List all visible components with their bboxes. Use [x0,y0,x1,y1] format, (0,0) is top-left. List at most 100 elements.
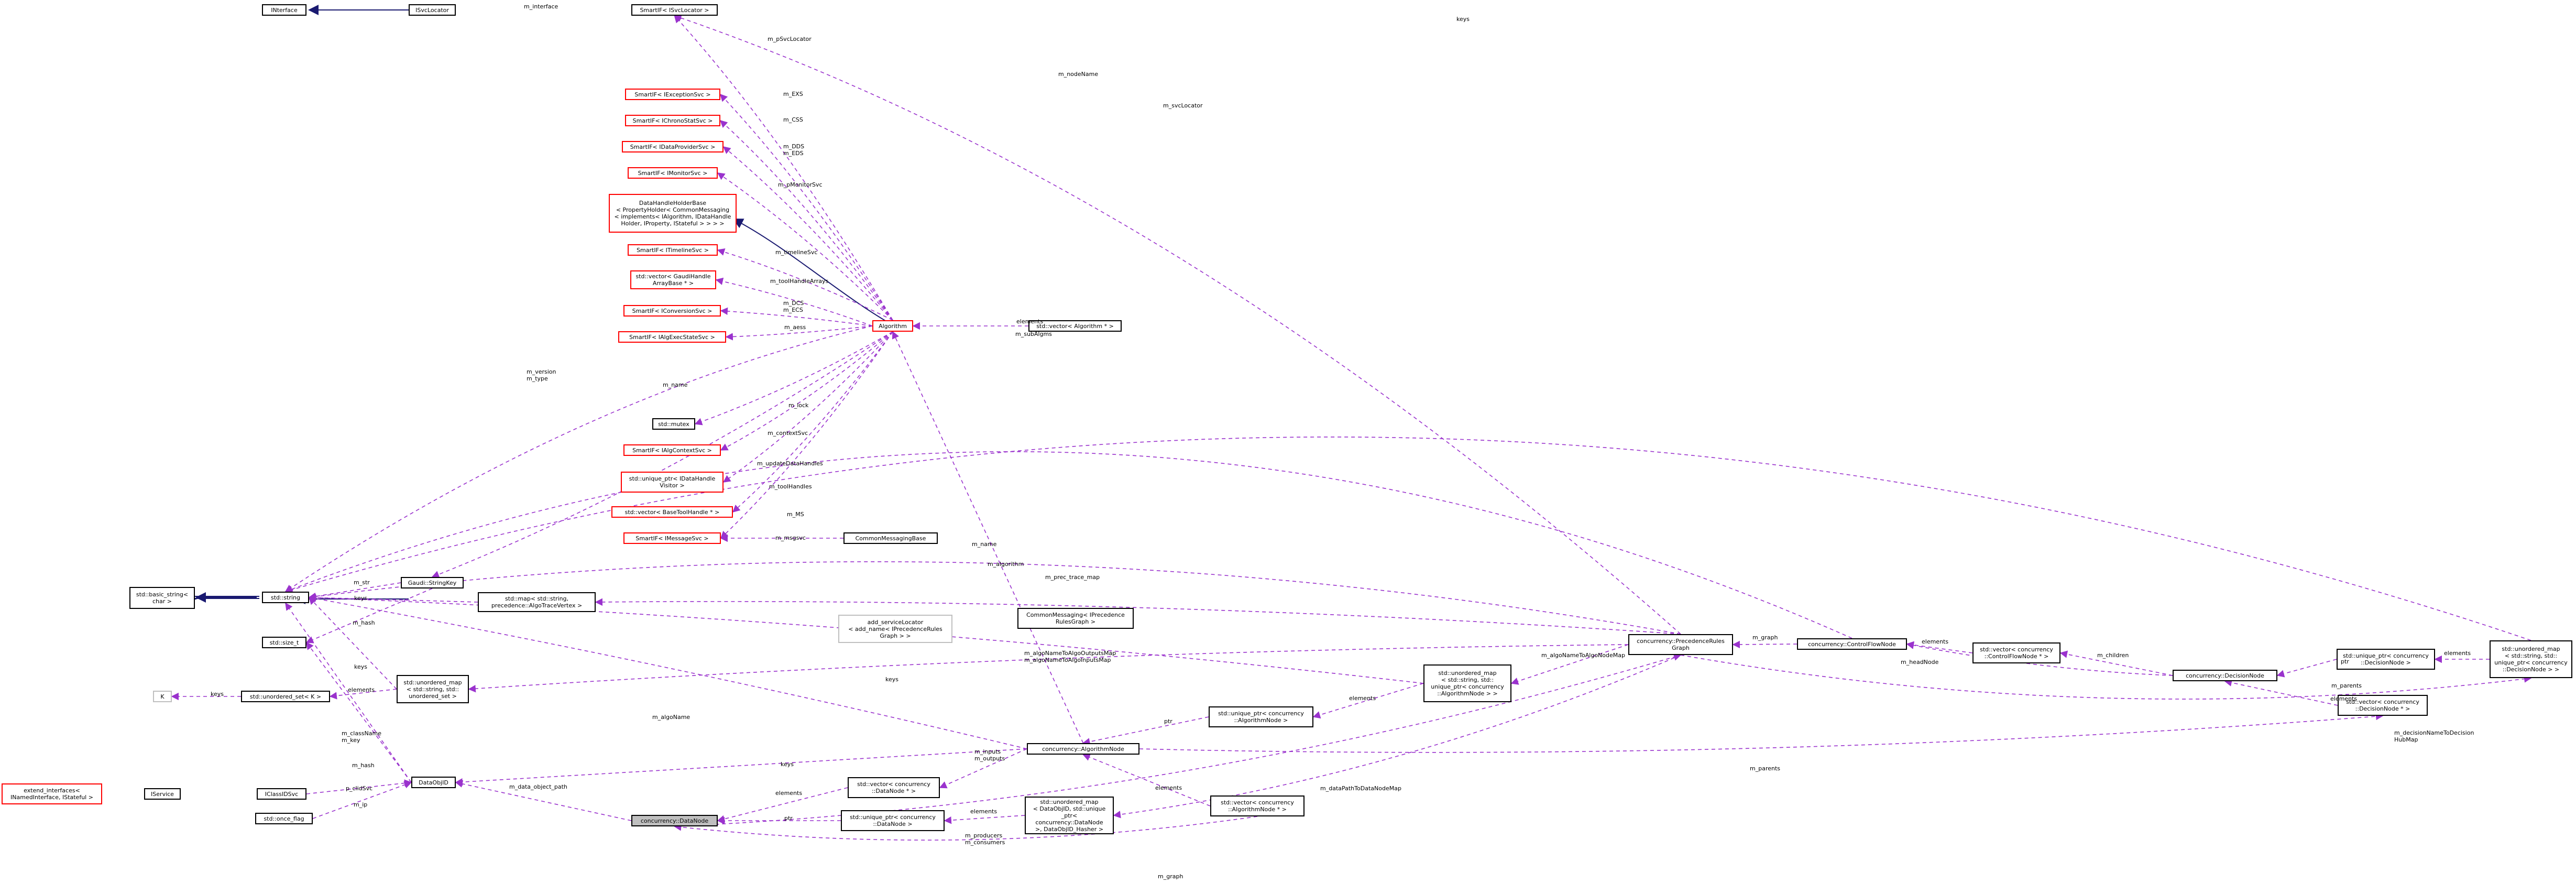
usage-edge [1082,754,1211,806]
usage-edge [1139,712,2384,753]
usage-edge [717,172,893,321]
usage-edge [722,146,893,321]
class-node-unordered-map-algorithmnode[interactable]: std::unordered_map < std::string, std:: … [1423,664,1511,702]
class-node-commonmessagingbase[interactable]: CommonMessagingBase [843,532,938,544]
class-node-ISvcLocator[interactable]: ISvcLocator [409,4,456,16]
usage-edge [674,816,1258,841]
usage-edge [717,248,893,321]
class-node-smartif-iconversionsvc[interactable]: SmartIF< IConversionSvc > [623,305,721,317]
class-node-std-once-flag[interactable]: std::once_flag [255,813,313,824]
class-node-vector-algorithmnode[interactable]: std::vector< concurrency ::AlgorithmNode… [1210,795,1305,816]
class-node-smartif-ialgexecstatesvc[interactable]: SmartIF< IAlgExecStateSvc > [618,331,726,343]
class-node-unordered-map-string-size-t[interactable]: std::unordered_map < std::string, std:: … [397,675,469,703]
usage-edge [1906,641,1973,653]
usage-edge [717,787,848,823]
class-node-unordered-map-dataobjid-datanode[interactable]: std::unordered_map < DataObjID, std::uni… [1025,797,1114,834]
usage-edge [674,14,1681,635]
usage-edge [720,331,893,539]
usage-edge [284,451,1852,639]
usage-edge [284,325,873,592]
class-node-smartif-isvclocator[interactable]: SmartIF< ISvcLocator > [631,4,718,16]
class-node-unique-ptr-decisionnode[interactable]: std::unique_ptr< concurrency ::DecisionN… [2337,649,2435,670]
class-node-iclassidsvc[interactable]: IClassIDSvc [257,788,306,800]
class-node-unique-ptr-idatahandlevisitor[interactable]: std::unique_ptr< IDataHandle Visitor > [621,472,724,493]
class-node-K[interactable]: K [153,691,172,702]
usage-edge [1906,641,2173,676]
class-node-map-algotracevertex[interactable]: std::map< std::string, precedence::AlgoT… [478,592,596,612]
class-node-precedencerulesgraph[interactable]: concurrency::PrecedenceRules Graph [1628,634,1733,655]
class-node-smartif-imessagesvc[interactable]: SmartIF< IMessageSvc > [623,532,721,544]
usage-edge [694,331,893,426]
usage-edge [1082,716,1209,746]
usage-edge [892,331,1084,744]
class-node-vector-datanode[interactable]: std::vector< concurrency ::DataNode * > [848,777,940,798]
usage-edge [285,602,412,783]
usage-edge [2276,659,2337,678]
usage-edge [720,331,893,451]
class-node-unique-ptr-algorithmnode[interactable]: std::unique_ptr< concurrency ::Algorithm… [1209,706,1313,727]
usage-edge [455,780,632,821]
class-node-vector-controlflownode[interactable]: std::vector< concurrency ::ControlFlowNo… [1972,642,2060,663]
usage-edge [1312,683,1424,719]
usage-edge [722,331,893,483]
usage-edge [1510,644,1629,685]
usage-edge [312,781,412,819]
class-node-iservice[interactable]: IService [144,788,181,800]
usage-edge [308,594,478,603]
class-node-smartif-ialgcontextsvc[interactable]: SmartIF< IAlgContextSvc > [623,444,721,456]
class-node-controlflownode[interactable]: concurrency::ControlFlowNode [1797,638,1907,650]
usage-edge [595,598,1681,635]
class-node-std-basic-string[interactable]: std::basic_string< char > [129,587,195,609]
class-node-std-size-t[interactable]: std::size_t [262,637,306,648]
class-node-smartif-idataprovidersvc[interactable]: SmartIF< IDataProviderSvc > [622,141,724,152]
class-node-vector-decisionnode[interactable]: std::vector< concurrency ::DecisionNode … [2338,695,2428,716]
usage-edge [674,653,1682,827]
class-node-INterface[interactable]: INterface [262,4,306,16]
usage-edge [308,582,401,601]
usage-edge [308,595,1027,749]
class-node-std-mutex[interactable]: std::mutex [652,418,695,430]
class-node-smartif-itimelinesvc[interactable]: SmartIF< ITimelineSvc > [628,244,718,256]
class-node-add-servicelocator[interactable]: add_serviceLocator < add_name< IPreceden… [838,615,952,643]
usage-edge [1680,655,2532,700]
class-node-vector-basetoolhandle[interactable]: std::vector< BaseToolHandle * > [611,506,733,518]
usage-edge [674,15,893,321]
usage-edge [1113,655,1681,819]
class-node-algorithmnode[interactable]: concurrency::AlgorithmNode [1027,743,1139,755]
class-node-gaudi-stringkey[interactable]: Gaudi::StringKey [401,577,464,588]
usage-edge [305,588,433,644]
class-node-decisionnode[interactable]: concurrency::DecisionNode [2173,670,2277,681]
class-node-datanode[interactable]: concurrency::DataNode [631,815,718,826]
class-node-unique-ptr-datanode[interactable]: std::unique_ptr< concurrency ::DataNode … [841,810,945,831]
usage-edge [944,815,1025,824]
class-node-smartif-iexceptionsvc[interactable]: SmartIF< IExceptionSvc > [625,89,720,100]
class-node-dataobjid[interactable]: DataObjID [411,777,456,788]
usage-edge [306,779,412,794]
usage-edge [719,120,893,321]
usage-edge [455,748,1027,786]
class-node-unordered-map-decisionnode[interactable]: std::unordered_map < std::string, std:: … [2490,640,2572,678]
class-node-commonmessaging-iprecedencerulesgraph[interactable]: CommonMessaging< IPrecedence RulesGraph … [1017,608,1134,629]
class-node-std-string[interactable]: std::string [262,592,309,603]
class-node-algorithm[interactable]: Algorithm [872,320,913,332]
usage-edge [468,644,1629,693]
class-node-extend-interfaces[interactable]: extend_interfaces< INamedInterface, ISta… [2,783,102,804]
usage-edge [720,93,893,321]
usage-edge [309,596,397,690]
usage-edge [720,307,873,326]
usage-edge [308,561,1681,635]
usage-edge [2224,679,2338,706]
usage-edge [284,437,2531,641]
class-node-smartif-ichronostatsvc[interactable]: SmartIF< IChronoStatSvc > [625,115,720,126]
usage-edge [1732,640,1797,649]
class-node-unordered-set-k[interactable]: std::unordered_set< K > [241,691,330,702]
usage-edge [939,748,1027,789]
usage-edge [2059,650,2173,676]
class-node-datahandleholderbase[interactable]: DataHandleHolderBase < PropertyHolder< C… [609,194,737,233]
class-node-vector-gaudihandlearraybase[interactable]: std::vector< GaudiHandle ArrayBase * > [630,270,716,289]
class-node-vector-algorithm[interactable]: std::vector< Algorithm * > [1028,320,1122,332]
usage-edge [306,641,412,783]
inherit-edge [732,219,891,324]
class-node-smartif-imonitorsvc[interactable]: SmartIF< IMonitorSvc > [628,167,718,179]
